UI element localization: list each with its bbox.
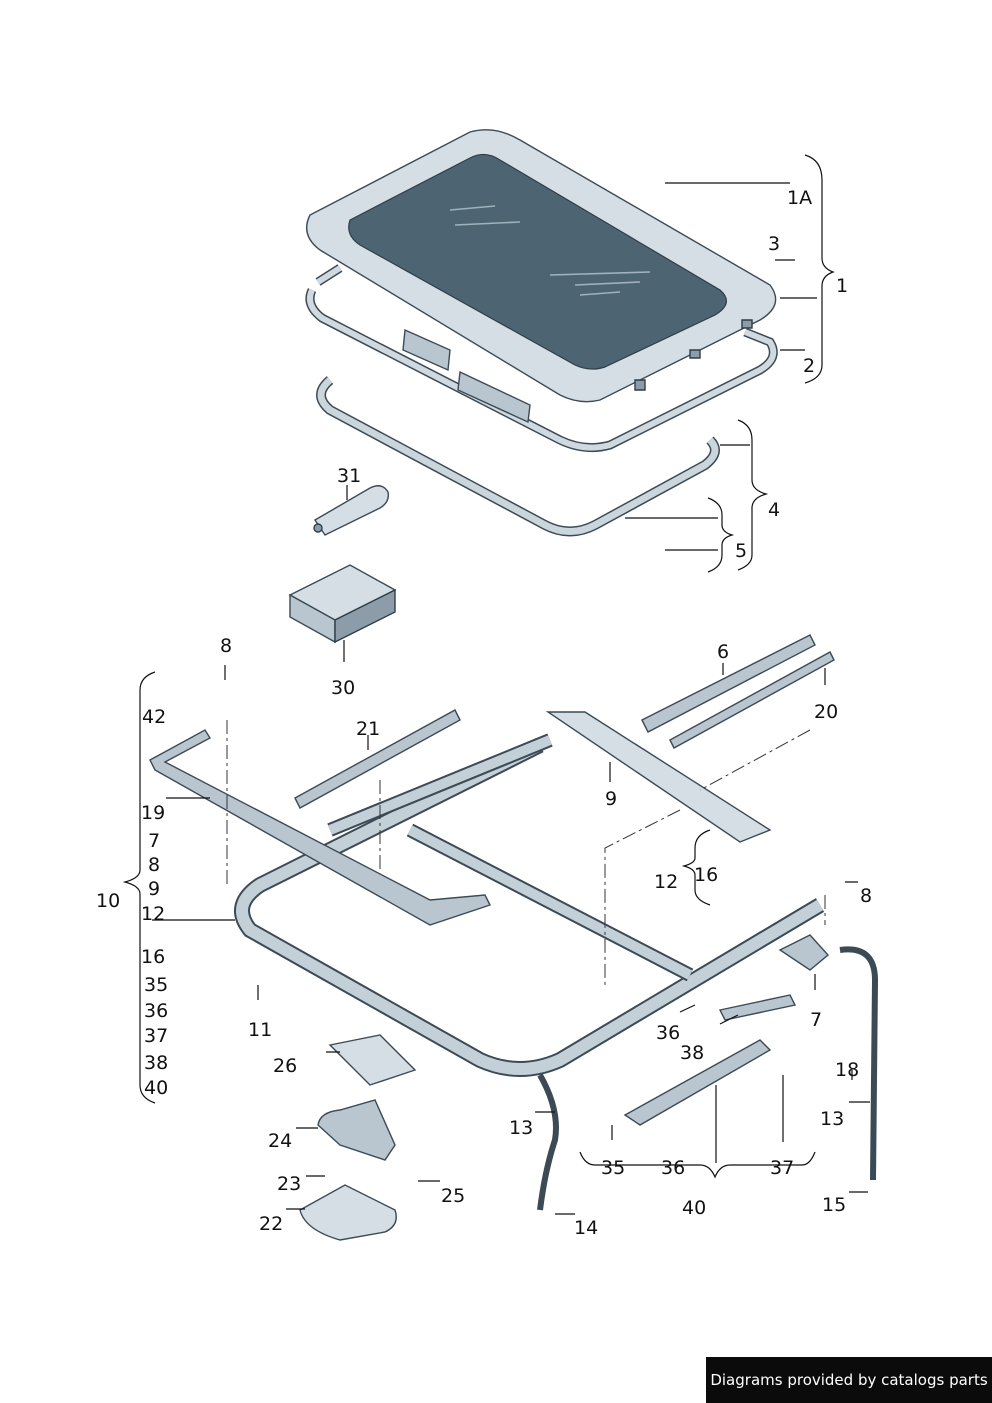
main-frame: [234, 711, 825, 1077]
label-16-list: 16: [141, 946, 166, 968]
label-14: 14: [574, 1217, 599, 1239]
label-8-list: 8: [148, 854, 161, 876]
label-7-list: 7: [148, 830, 161, 852]
label-4: 4: [768, 499, 781, 521]
label-2: 2: [803, 355, 816, 377]
label-8-top: 8: [220, 635, 233, 657]
label-11: 11: [248, 1019, 273, 1041]
label-1a: 1A: [787, 187, 813, 209]
label-18: 18: [835, 1059, 860, 1081]
frame-4: [316, 376, 720, 537]
label-9: 9: [605, 788, 618, 810]
label-24: 24: [268, 1130, 293, 1152]
label-15: 15: [822, 1194, 847, 1216]
deflector: [149, 729, 491, 926]
label-36-list: 36: [144, 1000, 169, 1022]
label-31: 31: [337, 465, 362, 487]
label-7-right: 7: [810, 1009, 823, 1031]
label-19: 19: [141, 802, 166, 824]
rails: [294, 634, 835, 809]
label-1: 1: [836, 275, 849, 297]
label-5: 5: [735, 540, 748, 562]
label-37-list: 37: [144, 1025, 169, 1047]
glass-panel: [306, 129, 777, 403]
drive-parts: [299, 934, 879, 1241]
label-12-list: 12: [141, 903, 166, 925]
label-13-right: 13: [820, 1108, 845, 1130]
label-42: 42: [142, 706, 167, 728]
label-30: 30: [331, 677, 356, 699]
label-36-mid: 36: [656, 1022, 681, 1044]
label-13-left: 13: [509, 1117, 534, 1139]
leader-lines: [152, 182, 870, 1215]
sealant-tube: [313, 485, 390, 536]
label-16: 16: [694, 864, 719, 886]
label-21: 21: [356, 718, 381, 740]
label-26: 26: [273, 1055, 298, 1077]
footer-credit: Diagrams provided by catalogs parts: [706, 1357, 992, 1403]
box-30: [288, 564, 397, 644]
braces: [122, 154, 835, 1179]
label-22: 22: [259, 1213, 284, 1235]
label-35-bottom: 35: [601, 1157, 626, 1179]
seal-frame: [305, 264, 778, 453]
label-20: 20: [814, 701, 839, 723]
label-8-right: 8: [860, 885, 873, 907]
label-10: 10: [96, 890, 121, 912]
label-40-bottom: 40: [682, 1197, 707, 1219]
label-12: 12: [654, 871, 679, 893]
label-35-list: 35: [144, 974, 169, 996]
label-3: 3: [768, 233, 781, 255]
label-37-bottom: 37: [770, 1157, 795, 1179]
label-25: 25: [441, 1185, 466, 1207]
label-38-mid: 38: [680, 1042, 705, 1064]
label-36-bottom: 36: [661, 1157, 686, 1179]
label-6: 6: [717, 641, 730, 663]
center-lines: [226, 720, 826, 985]
label-40-list: 40: [144, 1077, 169, 1099]
label-23: 23: [277, 1173, 302, 1195]
label-9-list: 9: [148, 878, 161, 900]
label-38-list: 38: [144, 1052, 169, 1074]
